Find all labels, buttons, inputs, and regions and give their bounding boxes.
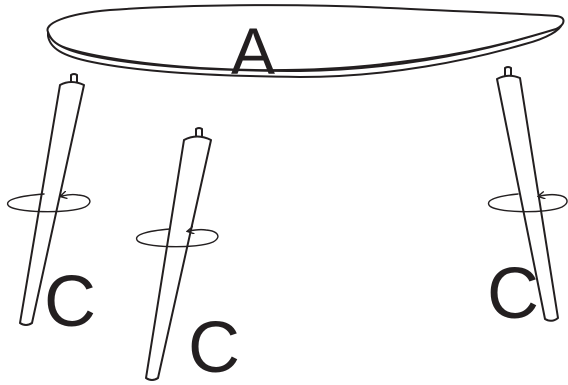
tabletop xyxy=(46,4,565,78)
leg-middle xyxy=(135,127,219,381)
leg-right-rotation-arrow xyxy=(487,194,568,213)
leg-right xyxy=(487,66,568,322)
leg-right-dowel xyxy=(504,66,512,78)
leg-left xyxy=(6,73,91,326)
leg-right-body xyxy=(496,74,559,322)
label-leg-left: C xyxy=(44,262,96,342)
label-leg-middle: C xyxy=(188,308,240,385)
leg-middle-body xyxy=(145,135,212,381)
leg-left-body xyxy=(19,81,85,326)
label-leg-right: C xyxy=(487,254,539,334)
label-tabletop: A xyxy=(231,14,275,88)
leg-middle-rotation-arrow xyxy=(135,229,219,248)
tabletop-surface xyxy=(46,4,565,71)
leg-left-rotation-arrow xyxy=(6,194,91,213)
